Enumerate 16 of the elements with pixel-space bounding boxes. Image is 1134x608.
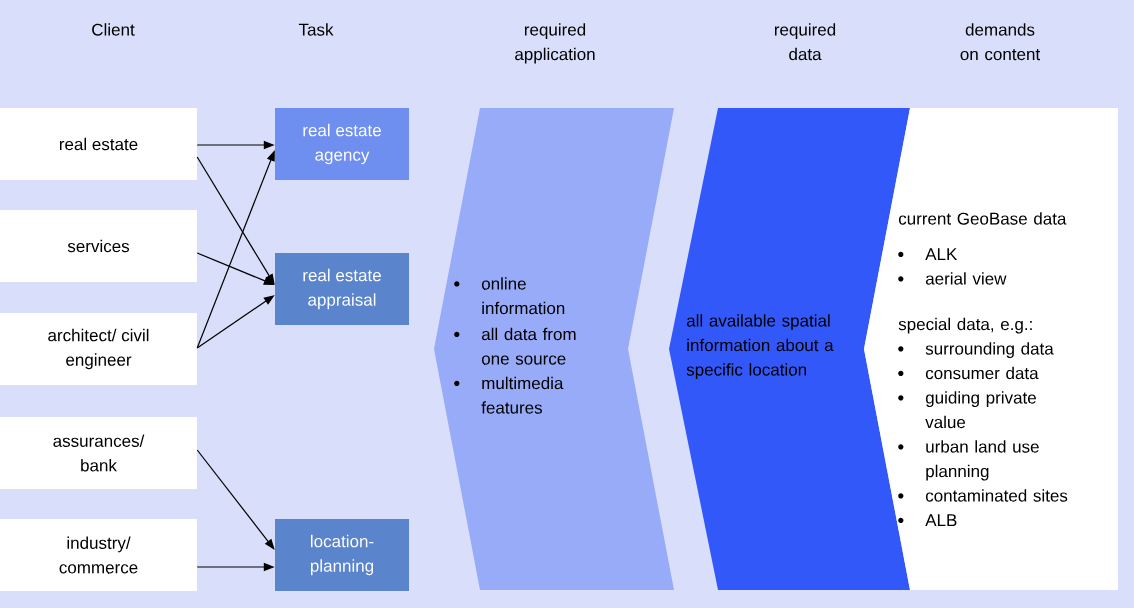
arrow <box>196 449 275 550</box>
client-box: real estate <box>0 108 197 180</box>
column-heading: Task <box>298 23 334 36</box>
client-box: assurances/ bank <box>0 417 197 489</box>
arrow <box>196 156 275 285</box>
column-heading: demands on content <box>960 23 1041 61</box>
content-panel: current GeoBase data ALK aerial view special data, e.g.: surrounding data consumer data guiding private value urban land use planning contaminated sites ALB <box>864 108 1118 590</box>
task-box: real estate appraisal <box>275 253 409 325</box>
client-box: services <box>0 210 197 282</box>
client-box: architect/ civil engineer <box>0 313 197 385</box>
column-heading: required application <box>515 23 595 64</box>
column-heading: required data <box>774 23 836 61</box>
column-heading: Client <box>92 23 135 36</box>
client-box: industry/ commerce <box>0 519 197 591</box>
task-box: real estate agency <box>275 108 409 180</box>
task-box: location-planning <box>275 519 409 591</box>
